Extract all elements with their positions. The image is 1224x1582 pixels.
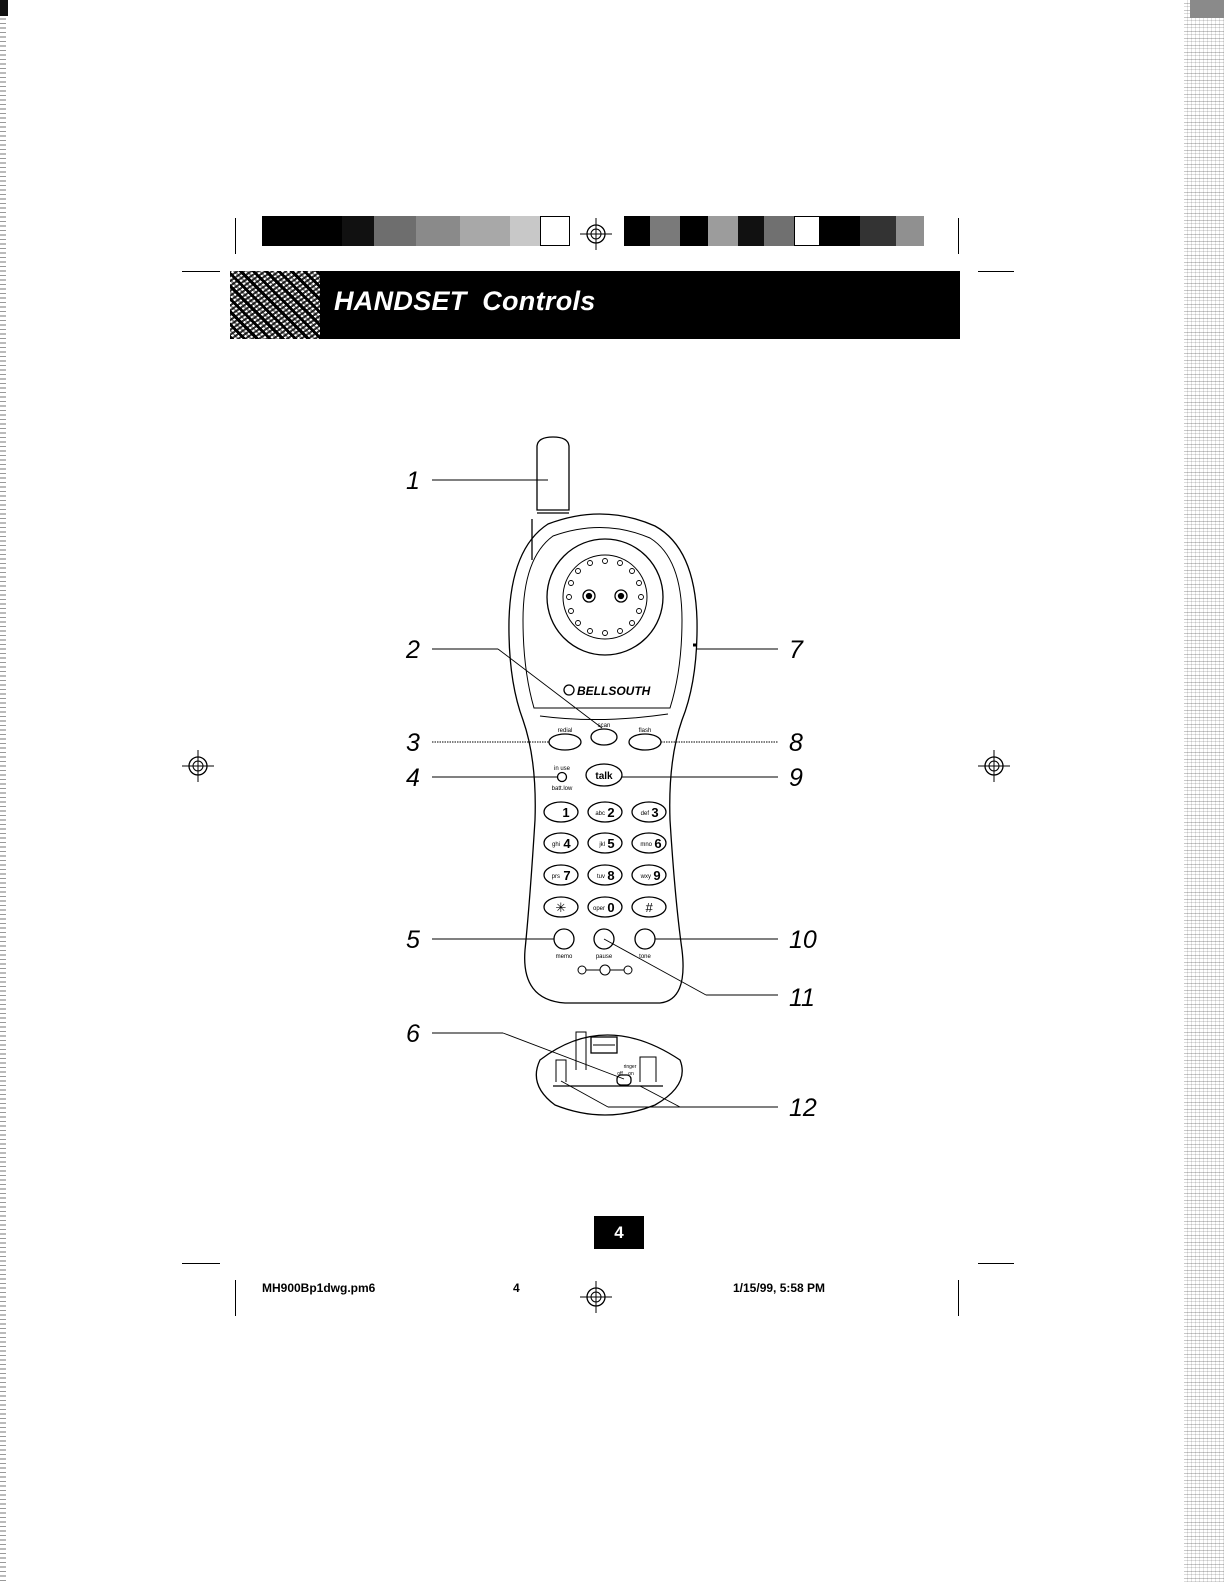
face-panel [523,527,682,708]
key-2-letters: abc [595,811,605,817]
label-pause: pause [596,954,613,960]
earpiece-dots [567,559,644,636]
key-6-digit: 6 [654,836,661,851]
callout-4: 4 [406,764,420,793]
earpiece-outer [547,539,663,655]
crop-mark-top-right-h [978,271,1014,272]
key-5-letters: jkl [598,842,605,848]
header-pattern [230,271,320,339]
callout-10: 10 [789,926,817,955]
callout-11: 11 [789,984,815,1013]
footer-filename: MH900Bp1dwg.pm6 [262,1281,375,1295]
key-3-digit: 3 [651,805,658,820]
label-talk: talk [595,771,613,782]
page-number: 4 [594,1216,644,1249]
label-off: off [617,1071,623,1077]
key-2-digit: 2 [607,805,614,820]
flash-button [629,734,661,750]
scan-edge-right [1184,0,1224,1582]
brand-logo: BELLSOUTH [577,684,651,698]
callout-6: 6 [406,1020,420,1049]
crop-mark-top-left [235,218,236,254]
crop-mark-top-left-h [182,271,220,272]
key-4-digit: 4 [563,836,571,851]
label-on: on [628,1071,634,1077]
key-0-letters: oper [593,906,605,912]
callout-3: 3 [406,729,420,758]
key-1-digit: 1 [562,805,569,820]
tone-button [635,929,655,949]
key-3-letters: def [641,811,650,817]
printer-colorbar-right [624,216,934,246]
registration-mark-top [580,218,612,250]
label-memo: memo [556,954,573,960]
label-ringer: ringer [624,1064,637,1070]
handset-diagram: BELLSOUTH scan redial flash in use batt.… [400,430,840,1120]
callout-8: 8 [789,729,803,758]
memo-button [554,929,574,949]
label-scan: scan [598,723,611,729]
callout-12: 12 [789,1094,817,1123]
key-7-letters: prs [552,874,560,880]
callout-7: 7 [789,636,803,665]
key-8-digit: 8 [607,868,614,883]
registration-mark-bottom [580,1281,612,1313]
registration-mark-left [182,750,214,782]
microphone [578,965,632,975]
printer-colorbar-left [262,216,570,246]
scan-button [591,729,617,745]
crop-mark-bottom-left-h [182,1263,220,1264]
key-7-digit: 7 [563,868,570,883]
key-6-letters: mno [640,842,652,848]
redial-button [549,734,581,750]
crop-mark-top-right [958,218,959,254]
crop-mark-bottom-right-h [978,1263,1014,1264]
key-9-digit: 9 [653,868,660,883]
label-in-use: in use [554,766,571,772]
key-star-digit: ✳ [556,900,567,915]
callout-2: 2 [406,636,420,665]
section-header: HANDSET Controls [230,271,960,339]
callout-5: 5 [406,926,420,955]
key-9-letters: wxy [640,874,651,880]
antenna [537,437,569,510]
earpiece-inner [563,555,647,639]
key-0-digit: 0 [607,900,614,915]
key-4-letters: ghi [552,842,560,848]
leader-lines [432,480,778,1107]
label-batt-low: batt.low [552,786,573,792]
registration-mark-right [978,750,1010,782]
key-8-letters: tuv [597,874,605,880]
key-pound-digit: # [645,900,653,915]
page-title: HANDSET Controls [334,286,596,317]
crop-mark-bottom-right [958,1280,959,1316]
key-5-digit: 5 [607,836,614,851]
callout-1: 1 [406,467,420,496]
scan-edge-left [0,0,6,1582]
in-use-led [558,773,567,782]
crop-mark-bottom-left [235,1280,236,1316]
label-flash: flash [639,728,652,734]
label-redial: redial [558,728,573,734]
handset-bottom-view [536,1035,682,1115]
scan-corner-mark-left [0,0,8,16]
callout-9: 9 [789,764,803,793]
footer-timestamp: 1/15/99, 5:58 PM [733,1281,825,1295]
label-tone: tone [639,954,651,960]
scan-corner-mark [1190,0,1224,18]
footer-page: 4 [513,1281,520,1295]
